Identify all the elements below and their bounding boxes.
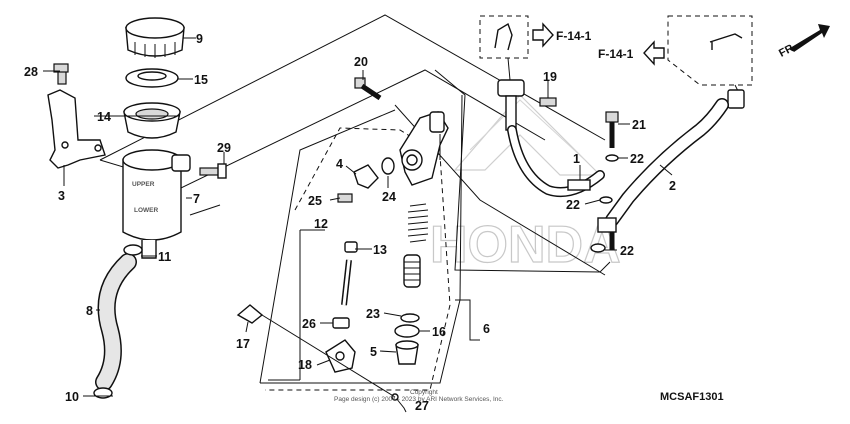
oring-24 [381,157,395,175]
screw-25 [337,193,353,203]
callout-15: 15 [194,73,208,87]
callout-5: 5 [370,345,377,359]
callout-10: 10 [65,390,79,404]
copyright-line-1: Copyright [410,389,438,396]
callout-29: 29 [217,141,231,155]
callout-19: 19 [543,70,557,84]
reservoir-upper-mark: UPPER [132,181,155,188]
callout-23: 23 [366,307,380,321]
hose-clip-11 [123,244,143,256]
joint-5 [395,340,419,365]
nut-26 [332,317,350,329]
callout-4: 4 [336,157,343,171]
ref-label-right: F-14-1 [556,29,592,43]
joint-4 [353,164,379,189]
reservoir-hose [95,253,137,391]
copyright-line-2: Page design (c) 2004 - 2023 by ARI Netwo… [334,396,504,403]
ref-label-left: F-14-1 [598,47,634,61]
callout-14: 14 [97,110,111,124]
callout-20: 20 [354,55,368,69]
reservoir-tank: UPPER LOWER [122,149,191,259]
reservoir-diaphragm [123,102,181,139]
brake-hose-1 [497,79,605,198]
master-cylinder [399,111,449,186]
callout-1: 1 [573,152,580,166]
callout-22-b: 22 [566,198,580,212]
callout-27: 27 [415,399,429,413]
callout-8: 8 [86,304,93,318]
piston [403,254,421,288]
callout-3: 3 [58,189,65,203]
front-label: FR. [777,41,798,60]
ref-box-right [667,15,753,96]
diagram-code: MCSAF1301 [660,391,724,403]
callout-7: 7 [193,192,200,206]
callout-16: 16 [432,325,446,339]
bolt-20 [354,77,382,101]
callout-2: 2 [669,179,676,193]
reservoir-plate [125,68,179,88]
callout-9: 9 [196,32,203,46]
callout-22-c: 22 [620,244,634,258]
callout-21: 21 [632,118,646,132]
ref-box-left [479,15,529,81]
bolt-21 [605,111,619,148]
joint-18 [325,339,356,373]
callout-22-a: 22 [630,152,644,166]
ref-arrow-right: F-14-1 [532,22,592,48]
pin-17 [236,304,264,324]
bolt-19 [539,97,557,107]
callout-labels: 9 15 14 7 11 10 8 3 28 29 20 4 25 24 12 … [24,32,676,413]
boot-16 [394,324,420,338]
reservoir-lower-mark: LOWER [134,207,158,214]
brake-hose-2 [597,89,745,250]
callout-6: 6 [483,322,490,336]
leader-lines [43,37,673,398]
ref-arrow-left: F-14-1 [598,40,665,66]
reservoir-cap [125,17,185,58]
callout-13: 13 [373,243,387,257]
piston-spring [407,203,429,243]
callout-18: 18 [298,358,312,372]
honda-watermark: HONDA [429,94,621,275]
callout-12: 12 [314,217,328,231]
callout-28: 28 [24,65,38,79]
pushrod-13 [341,241,358,306]
callout-17: 17 [236,337,250,351]
callout-11: 11 [158,250,171,264]
washers-22 [590,154,619,253]
reservoir-stay [47,69,106,169]
bolt-28 [53,63,69,73]
watermark-text: HONDA [430,216,621,274]
callout-24: 24 [382,190,396,204]
bolt-29 [199,163,227,179]
callout-25: 25 [308,194,322,208]
circlip-23 [400,313,420,323]
copyright-notice: Copyright Page design (c) 2004 - 2023 by… [334,389,504,403]
front-direction-arrow: FR. [777,24,830,60]
callout-26: 26 [302,317,316,331]
